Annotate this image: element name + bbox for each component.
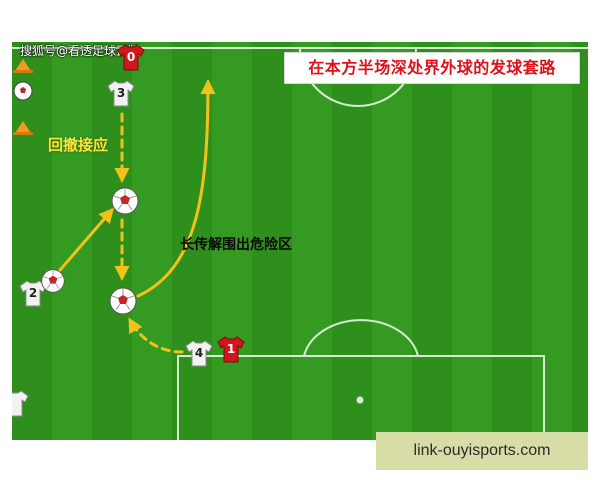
player-number: 1 [226,342,236,356]
arrow-long-clearance [136,79,216,298]
diagram-title: 在本方半场深处界外球的发球套路 [284,52,580,84]
pass-arrows [58,79,216,298]
white-player-jersey[interactable]: 4 [184,338,214,368]
penalty-box [177,355,545,440]
ball-icon[interactable] [110,186,140,216]
jersey-icon [117,44,145,71]
red-player-jersey[interactable]: 1 [216,334,246,364]
penalty-arc [303,319,419,357]
jersey-icon [12,390,29,417]
ball-icon[interactable] [108,286,138,316]
ball-icon[interactable] [12,80,34,102]
ball-icon[interactable] [40,268,66,294]
cone-icon[interactable] [12,54,34,76]
player-number: 0 [126,50,136,64]
arrow-player4-run [128,317,184,354]
footer-link[interactable]: link-ouyisports.com [376,432,588,470]
jersey-icon [185,340,213,367]
grass-stripes [12,42,588,440]
jersey-icon [19,280,47,307]
player-number: 3 [116,86,126,100]
white-player-jersey[interactable] [12,388,30,418]
white-player-jersey[interactable]: 2 [18,278,48,308]
player-number: 2 [28,286,38,300]
penalty-spot [356,396,364,404]
cone-icon[interactable] [12,116,34,138]
soccer-pitch [12,42,588,440]
movement-arrows [114,112,184,354]
tactics-board: 搜狐号@看透足球正版 在本方半场深处界外球的发球套路 回撤接应 长传解围出危险区… [12,42,588,440]
jersey-icon [107,80,135,107]
jersey-icon [217,336,245,363]
arrow-throwin-pass [58,207,114,272]
label-long-ball: 长传解围出危险区 [180,237,292,253]
red-player-jersey[interactable]: 0 [116,42,146,72]
watermark: 搜狐号@看透足球正版 [20,44,141,58]
player-number: 4 [194,346,204,360]
label-drop-back: 回撤接应 [48,136,109,154]
white-player-jersey[interactable]: 3 [106,78,136,108]
